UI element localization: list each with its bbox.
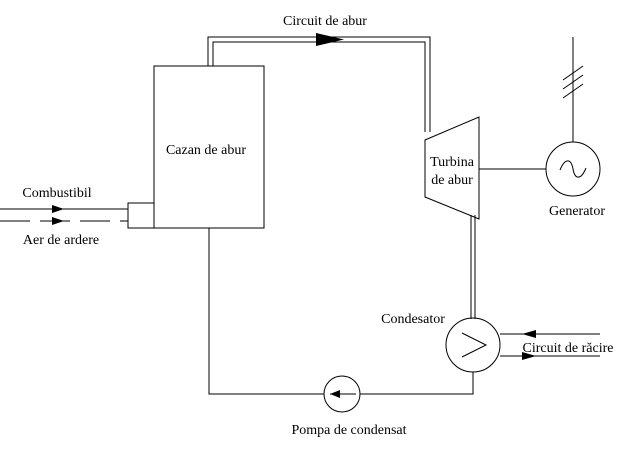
- generator-label: Generator: [549, 204, 605, 219]
- steam-circuit-pipe: [207, 36, 431, 132]
- condenser-symbol: [445, 317, 501, 373]
- cooling-in-arrow: [522, 330, 536, 338]
- generator-output-line: [562, 37, 584, 142]
- condensate-pump-symbol: [323, 375, 361, 413]
- cooling-out-arrow: [522, 352, 536, 360]
- turbine-label-line1: Turbina: [430, 155, 475, 170]
- combustion-air-label: Aer de ardere: [23, 233, 99, 248]
- cooling-circuit-lines: [500, 333, 600, 357]
- turbine-shape: [424, 116, 480, 220]
- steam-flow-arrow: [316, 33, 344, 46]
- turbine-label-line2: de abur: [431, 173, 473, 188]
- fuel-arrow: [52, 205, 64, 213]
- combustion-air-arrow: [52, 217, 64, 225]
- burner-box: [127, 202, 155, 229]
- generator-symbol: [545, 141, 601, 197]
- condensate-pump-label: Pompa de condensat: [291, 423, 406, 438]
- fuel-label: Combustibil: [22, 186, 91, 201]
- boiler-label: Cazan de abur: [166, 143, 246, 158]
- condenser-label: Condesator: [381, 312, 445, 327]
- turbine-condenser-pipe: [470, 215, 476, 319]
- condensate-return-pipe: [208, 228, 474, 395]
- cooling-circuit-label: Circuit de răcire: [523, 341, 614, 356]
- steam-circuit-label: Circuit de abur: [283, 14, 367, 29]
